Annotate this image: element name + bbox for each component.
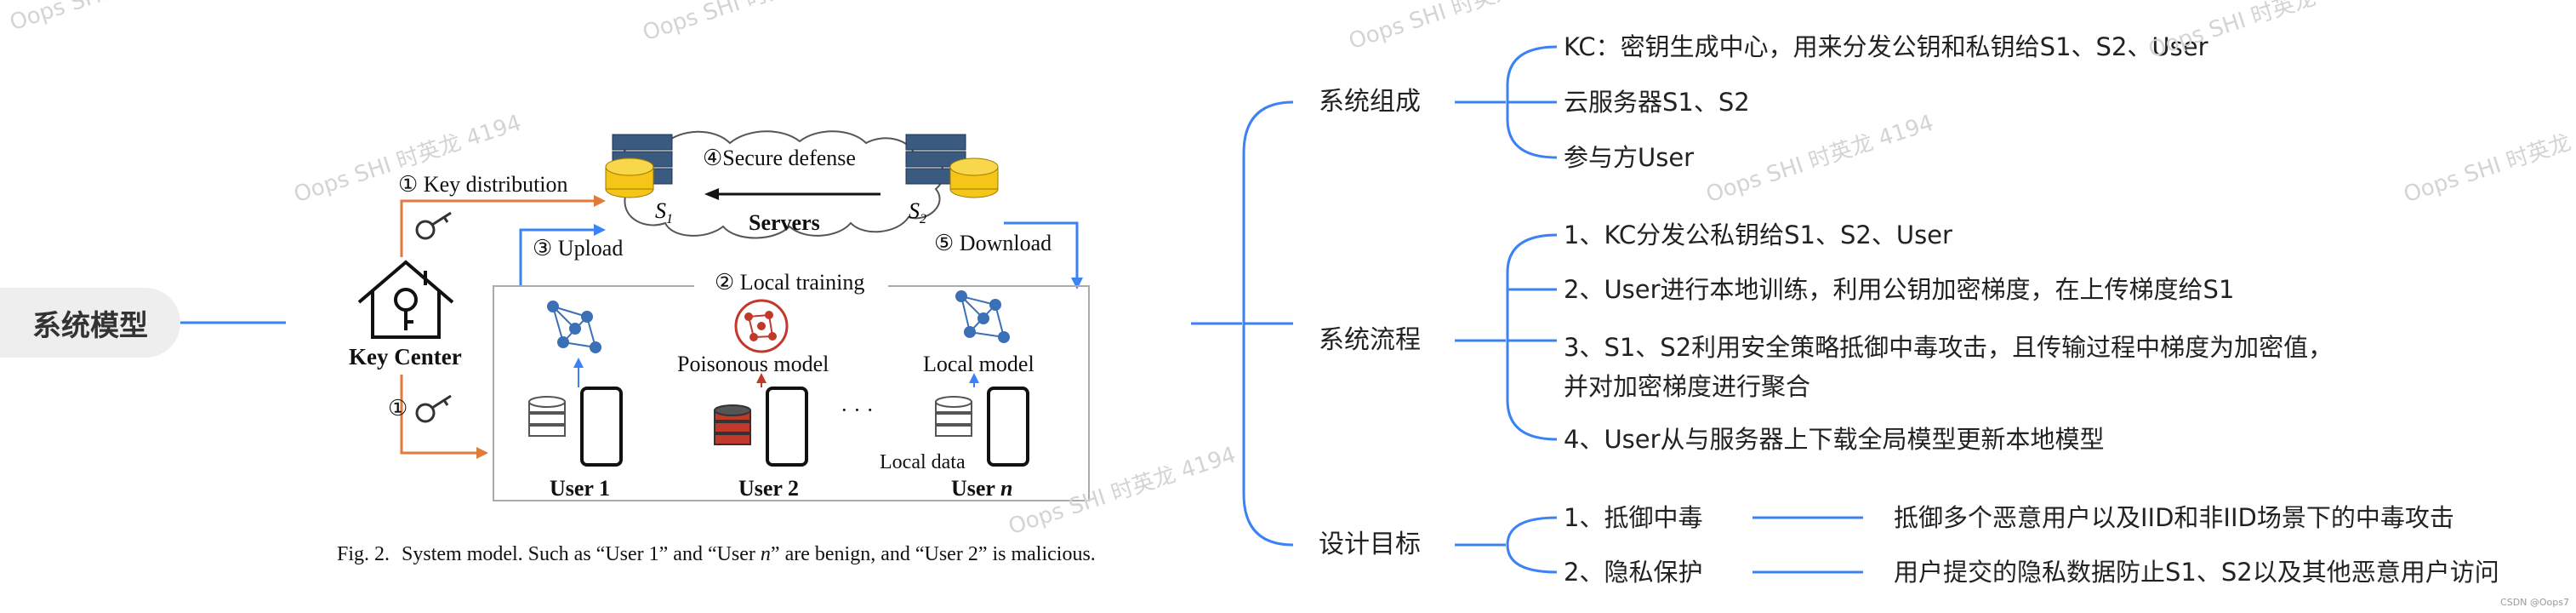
caption-text-2: ” are benign, and “User 2” is malicious. xyxy=(770,543,1096,565)
workflow-item-2[interactable]: 2、User进行本地训练，利用公钥加密梯度，在上传梯度给S1 xyxy=(1564,275,2235,304)
key-distribution-lower-arrow xyxy=(400,375,478,455)
usern-label: User n xyxy=(951,476,1012,501)
data-stack-user1-icon xyxy=(528,396,566,437)
usern-up-arrow-head xyxy=(969,373,979,383)
model-icon-poison xyxy=(734,299,789,353)
caption-text-1: System model. Such as “User 1” and “User xyxy=(402,543,761,565)
key-icon-lower xyxy=(415,394,452,423)
servers-label: Servers xyxy=(749,210,820,235)
download-arrow-head xyxy=(1071,278,1083,289)
local-training-label-bg xyxy=(694,271,888,300)
key-distribution-arrow-head xyxy=(594,195,606,207)
category-workflow[interactable]: 系统流程 xyxy=(1319,325,1421,355)
goal-poison-defense-detail[interactable]: 抵御多个恶意用户以及IID和非IID场景下的中毒攻击 xyxy=(1894,503,2454,532)
goal-privacy[interactable]: 2、隐私保护 xyxy=(1564,558,1703,587)
corner-credit: CSDN @Oops7 xyxy=(2500,597,2569,608)
workflow-item-4[interactable]: 4、User从与服务器上下载全局模型更新本地模型 xyxy=(1564,425,2105,454)
key-distribution-lower-arrow-head xyxy=(476,447,488,459)
user2-label: User 2 xyxy=(738,476,799,501)
user1-label: User 1 xyxy=(550,476,610,501)
goal-privacy-detail[interactable]: 用户提交的隐私数据防止S1、S2以及其他恶意用户访问 xyxy=(1894,558,2499,587)
root-node[interactable]: 系统模型 xyxy=(0,288,180,358)
caption-fig-number: Fig. 2. xyxy=(337,543,390,565)
goal-poison-defense[interactable]: 1、抵御中毒 xyxy=(1564,503,1703,532)
local-data-label: Local data xyxy=(880,451,966,473)
category-design-goals[interactable]: 设计目标 xyxy=(1319,530,1421,559)
server-s2-label: S2 xyxy=(909,198,926,226)
local-model-label: Local model xyxy=(923,352,1034,376)
phone-usern-icon xyxy=(987,387,1029,467)
model-icon-local xyxy=(955,290,1010,343)
user2-up-arrow-head xyxy=(756,373,767,383)
local-training-label: ② Local training xyxy=(715,270,864,295)
workflow-item-3-continued[interactable]: 并对加密梯度进行聚合 xyxy=(1564,372,1811,401)
caption-n: n xyxy=(760,543,771,565)
workflow-item-3[interactable]: 3、S1、S2利用安全策略抵御中毒攻击，且传输过程中梯度为加密值， xyxy=(1564,333,2334,362)
defense-arrow-head xyxy=(704,188,719,200)
key-distribution-label: ① Key distribution xyxy=(398,172,568,197)
poisonous-model-label: Poisonous model xyxy=(677,352,829,376)
user1-up-arrow-head xyxy=(573,358,584,368)
system-diagram: S1 S2 ④Secure defense Servers ① Key dist… xyxy=(349,130,1090,501)
download-arrow xyxy=(1004,221,1079,279)
composition-item-1[interactable]: KC：密钥生成中心，用来分发公钥和私钥给S1、S2、User xyxy=(1564,32,2208,61)
phone-user2-icon xyxy=(766,387,808,467)
server-s1-label: S1 xyxy=(655,198,673,226)
figure-caption: Fig. 2. System model. Such as “User 1” an… xyxy=(337,541,1111,567)
data-stack-usern-icon xyxy=(935,396,972,437)
composition-item-2[interactable]: 云服务器S1、S2 xyxy=(1564,88,1750,117)
upload-arrow-head xyxy=(594,224,606,236)
key-center-label: Key Center xyxy=(349,344,462,370)
key-center-house-icon xyxy=(357,260,454,339)
category-composition[interactable]: 系统组成 xyxy=(1319,87,1421,117)
upload-arrow xyxy=(519,228,596,286)
mindmap-connectors xyxy=(1191,45,1863,574)
data-stack-user2-icon xyxy=(714,404,751,445)
upload-label: ③ Upload xyxy=(533,236,623,261)
key-distribution-arrow xyxy=(400,199,596,257)
composition-item-3[interactable]: 参与方User xyxy=(1564,143,1695,172)
server-s2-icon xyxy=(905,134,999,198)
key-step-lower-label: ① xyxy=(388,396,407,421)
server-s1-icon xyxy=(605,134,673,198)
secure-defense-label: ④Secure defense xyxy=(703,146,856,170)
root-label: 系统模型 xyxy=(32,308,148,343)
download-label: ⑤ Download xyxy=(934,231,1051,255)
model-icon-user1 xyxy=(547,301,601,353)
phone-user1-icon xyxy=(580,387,623,467)
workflow-item-1[interactable]: 1、KC分发公私钥给S1、S2、User xyxy=(1564,221,1952,249)
ellipsis-dots: · · · xyxy=(841,398,874,422)
key-icon-upper xyxy=(415,211,452,240)
